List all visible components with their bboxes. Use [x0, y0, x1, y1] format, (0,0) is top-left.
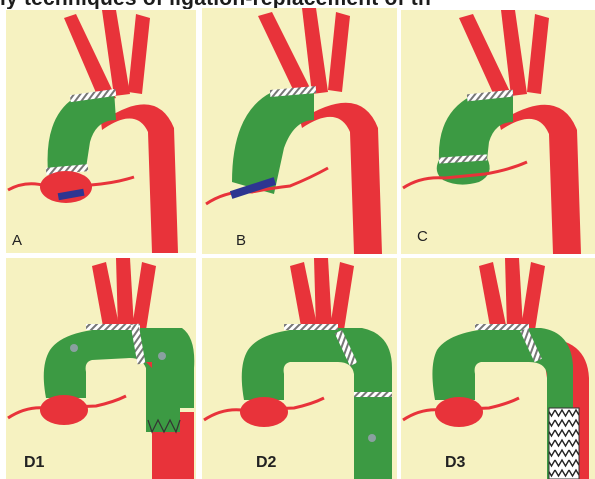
graft-marker [368, 434, 376, 442]
supra-aortic-branches [64, 10, 150, 102]
panel-b-diagram [202, 8, 397, 254]
supra-aortic-branches [92, 258, 156, 332]
panel-d3-label: D3 [445, 454, 465, 472]
panel-c-label: C [417, 228, 428, 245]
graft-marker [158, 352, 166, 360]
aortic-root [240, 397, 288, 427]
descending-aorta [499, 105, 581, 254]
arch-anastomosis [284, 324, 338, 330]
supra-aortic-branches [290, 258, 354, 332]
arch-anastomosis [475, 324, 529, 330]
panel-a: A [6, 10, 196, 253]
panel-c-diagram [401, 10, 595, 254]
panel-d2-label: D2 [256, 454, 276, 472]
panel-b-label: B [236, 232, 246, 249]
panel-d3: D3 [401, 258, 595, 479]
panel-a-label: A [12, 232, 22, 249]
aortic-root [435, 397, 483, 427]
stent-graft [549, 408, 579, 479]
panel-d1-diagram [6, 258, 196, 479]
panel-d2-diagram [202, 258, 397, 479]
distal-anastomosis [354, 392, 392, 397]
panel-d3-diagram [401, 258, 595, 479]
panel-d1-label: D1 [24, 454, 44, 472]
supra-aortic-branches [459, 10, 549, 102]
descending-aorta [300, 103, 382, 254]
elephant-trunk-graft [146, 368, 180, 432]
panel-c: C [401, 10, 595, 254]
panel-b: B [202, 8, 397, 254]
panel-d2: D2 [202, 258, 397, 479]
aortic-root [40, 395, 88, 425]
supra-aortic-branches [479, 258, 545, 332]
descending-aorta [101, 104, 178, 253]
panel-a-diagram [6, 10, 196, 253]
graft-marker [70, 344, 78, 352]
aortic-graft [48, 90, 116, 172]
supra-aortic-branches [258, 8, 350, 100]
panel-d1: D1 [6, 258, 196, 479]
